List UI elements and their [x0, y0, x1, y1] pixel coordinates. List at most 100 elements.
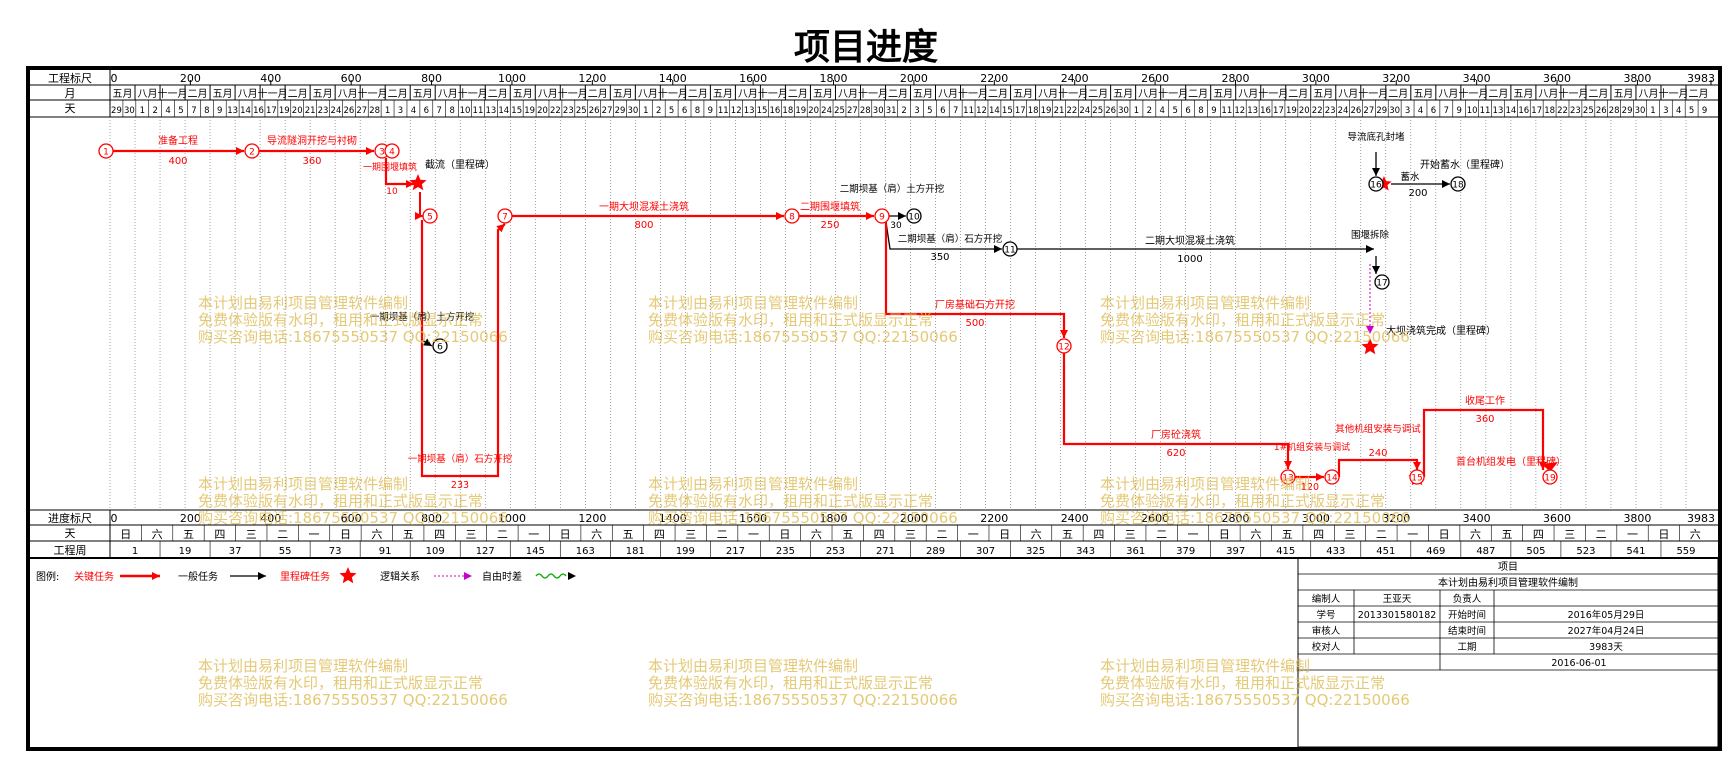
scale-tick-label: 3983: [1687, 72, 1715, 85]
scale-tick-label: 3400: [1463, 72, 1491, 85]
task-critical: [884, 223, 1066, 338]
watermark-line: 购买咨询电话:18675550537 QQ:22150066: [1100, 509, 1410, 527]
node-label: 14: [1326, 474, 1338, 484]
day-label: 17: [1015, 106, 1026, 116]
month-label: 二月: [288, 88, 308, 100]
task-critical-head: [366, 147, 374, 155]
day-label: 16: [770, 106, 781, 116]
milestone-star-icon: [409, 174, 427, 191]
week-label: 199: [676, 546, 695, 557]
watermark-line: 免费体验版有水印，租用和正式版显示正常: [648, 674, 934, 692]
month-label: 八月: [738, 88, 758, 100]
task-critical-head: [406, 180, 414, 188]
day-label: 3: [914, 106, 919, 116]
day-label: 19: [279, 106, 290, 116]
watermark-line: 购买咨询电话:18675550537 QQ:22150066: [648, 509, 958, 527]
day-label: 30: [627, 106, 638, 116]
day-label: 3: [1405, 106, 1410, 116]
weekday-label: 三: [1344, 528, 1355, 541]
weekday-label: 一: [1407, 528, 1418, 541]
weekday-label: 六: [1470, 528, 1481, 541]
watermark-line: 本计划由易利项目管理软件编制: [1100, 294, 1311, 312]
node-label: 13: [1282, 474, 1293, 484]
month-label: 五月: [1613, 88, 1633, 100]
weekday-label: 一: [309, 528, 320, 541]
progress-tick-label: 800: [421, 512, 442, 525]
day-label: 15: [757, 106, 768, 116]
watermark-line: 本计划由易利项目管理软件编制: [198, 657, 409, 675]
day-label: 16: [253, 106, 264, 116]
task-critical: [1422, 408, 1545, 477]
weekday-label: 四: [434, 528, 445, 541]
month-label: 五月: [513, 88, 533, 100]
task-duration: 400: [168, 156, 187, 167]
day-label: 3: [1663, 106, 1668, 116]
week-label: 487: [1476, 546, 1495, 557]
week-label: 325: [1026, 546, 1045, 557]
month-label: 八月: [838, 88, 858, 100]
weekday-label: 三: [466, 528, 477, 541]
watermark-line: 免费体验版有水印，租用和正式版显示正常: [648, 492, 934, 510]
task-normal: [885, 221, 1002, 250]
day-label: 5: [178, 106, 183, 116]
day-label: 2: [656, 106, 661, 116]
node-label: 16: [1370, 181, 1382, 191]
month-label: 二月: [388, 88, 408, 100]
legend-float-line: [535, 573, 567, 579]
task-normal-head: [423, 338, 432, 346]
day-label: 9: [217, 106, 222, 116]
node-circle: [784, 208, 800, 224]
legend-critical-line-head: [152, 572, 160, 580]
watermark-line: 购买咨询电话:18675550537 QQ:22150066: [198, 509, 508, 527]
info-cell: 王亚天: [1383, 594, 1412, 605]
progress-tick-label: 1000: [498, 512, 526, 525]
day-label: 14: [1505, 106, 1516, 116]
progress-tick-label: 3400: [1463, 512, 1491, 525]
month-label: 五月: [1213, 88, 1233, 100]
weekday-label: 二: [1156, 528, 1167, 541]
day-label: 7: [437, 106, 442, 116]
weekday-label: 一: [528, 528, 539, 541]
progress-tick-label: 1600: [739, 512, 767, 525]
progress-tick-label: 2800: [1221, 512, 1249, 525]
progress-tick-label: 3000: [1302, 512, 1330, 525]
weekday-label: 五: [1282, 528, 1293, 541]
month-label: 五月: [613, 88, 633, 100]
day-label: 10: [460, 106, 471, 116]
weekday-label: 四: [1093, 528, 1104, 541]
weekday-label: 四: [1313, 528, 1324, 541]
month-label: 八月: [138, 88, 158, 100]
legend-logic-label: 逻辑关系: [380, 570, 420, 583]
week-label: 109: [426, 546, 445, 557]
progress-tick-label: 2000: [900, 512, 928, 525]
info-cell: 2013301580182: [1358, 610, 1437, 621]
node-label: 4: [389, 148, 395, 158]
month-label: 二月: [988, 88, 1008, 100]
day-label: 2: [1147, 106, 1152, 116]
node-circle: [432, 338, 448, 354]
node-circle: [1280, 469, 1296, 485]
task-normal-head: [1442, 180, 1450, 188]
day-label: 24: [1338, 106, 1349, 116]
weekday-label: 二: [1376, 528, 1387, 541]
task-name: 一期坝基（肩）石方开挖: [408, 453, 513, 465]
scale-tick-label: 3800: [1623, 72, 1651, 85]
node-label: 2: [249, 148, 255, 158]
week-label: 343: [1076, 546, 1095, 557]
node-label: 19: [1544, 474, 1556, 484]
month-label: 八月: [1638, 88, 1658, 100]
legend-float-head: [568, 572, 576, 580]
milestone-star-icon: [1361, 338, 1379, 355]
task-name: 厂房基础石方开挖: [935, 298, 1015, 311]
day-label: 12: [731, 106, 742, 116]
month-label: 八月: [438, 88, 458, 100]
day-label: 5: [1689, 106, 1694, 116]
month-label: 二月: [788, 88, 808, 100]
day-label: 24: [1079, 106, 1090, 116]
day-label: 11: [473, 106, 484, 116]
week-label: 433: [1326, 546, 1345, 557]
day-label: 23: [563, 106, 574, 116]
month-label: 八月: [1038, 88, 1058, 100]
watermark-line: 免费体验版有水印，租用和正式版显示正常: [1100, 492, 1386, 510]
info-project: 项目: [1498, 561, 1518, 573]
